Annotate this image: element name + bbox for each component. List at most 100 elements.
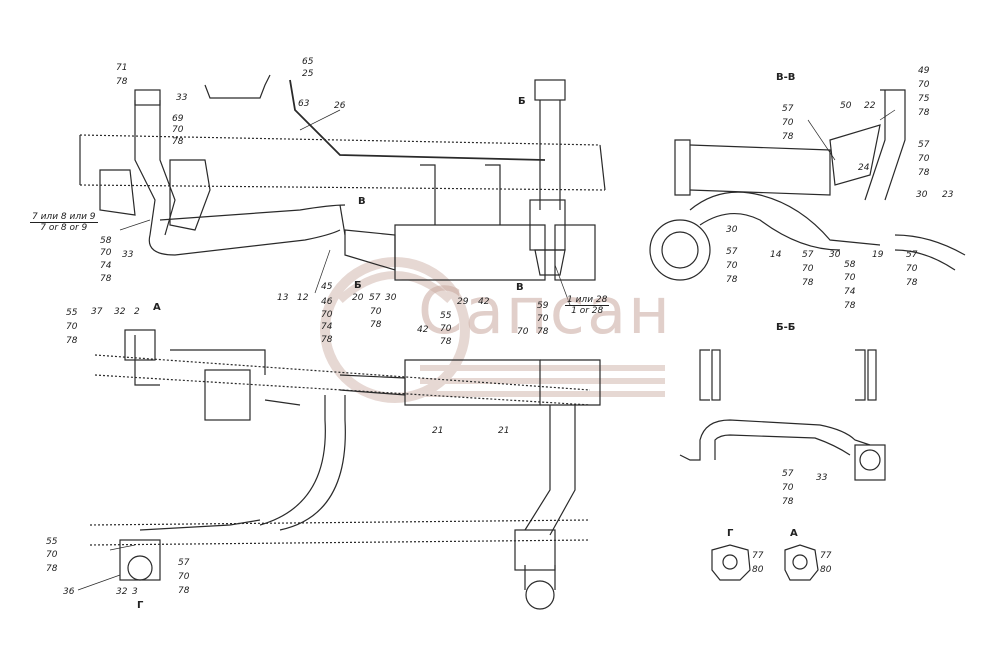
label: 78 bbox=[440, 337, 452, 347]
small-views bbox=[711, 544, 819, 581]
label: 70 bbox=[100, 248, 112, 258]
label: 50 bbox=[840, 101, 852, 111]
label: 30 bbox=[829, 250, 841, 260]
label: 22 bbox=[864, 101, 876, 111]
label: 2 bbox=[134, 307, 140, 317]
label: 69 bbox=[172, 114, 184, 124]
label: 42 bbox=[478, 297, 490, 307]
section-bb-pipe bbox=[679, 419, 871, 461]
frame-rail-middle bbox=[94, 354, 591, 391]
label: 75 bbox=[918, 94, 930, 104]
label: 78 bbox=[802, 278, 814, 288]
view-marker-g: Г bbox=[137, 600, 144, 611]
view-marker-v-top: В bbox=[358, 196, 366, 207]
label: 12 bbox=[297, 293, 309, 303]
label: 70 bbox=[802, 264, 814, 274]
label: 29 bbox=[457, 297, 469, 307]
fraction-left-top: 7 или 8 или 9 bbox=[30, 212, 98, 223]
main-view-middle bbox=[94, 329, 601, 536]
label: 80 bbox=[820, 565, 832, 575]
section-bb bbox=[679, 349, 886, 481]
label: 78 bbox=[726, 275, 738, 285]
section-vv bbox=[649, 89, 966, 281]
label: 57 bbox=[726, 247, 738, 257]
label: 70 bbox=[440, 324, 452, 334]
label: 14 bbox=[770, 250, 782, 260]
label: 70 bbox=[782, 483, 794, 493]
fraction-left: 7 или 8 или 9 7 or 8 or 9 bbox=[30, 212, 98, 233]
label: 13 bbox=[277, 293, 289, 303]
label: 70 bbox=[726, 261, 738, 271]
label: 21 bbox=[498, 426, 510, 436]
label: 78 bbox=[46, 564, 58, 574]
exhaust-stack bbox=[534, 79, 566, 101]
label: 70 bbox=[918, 80, 930, 90]
main-view-bottom bbox=[89, 519, 591, 610]
label: 70 bbox=[66, 322, 78, 332]
label: 55 bbox=[66, 308, 78, 318]
label: 30 bbox=[726, 225, 738, 235]
label: 36 bbox=[63, 587, 75, 597]
view-label-vv: В-В bbox=[776, 72, 796, 83]
label: 74 bbox=[844, 287, 856, 297]
label: 30 bbox=[916, 190, 928, 200]
label: 59 bbox=[537, 301, 549, 311]
label: 32 bbox=[114, 307, 126, 317]
fraction-mid-top: 1 или 28 bbox=[565, 295, 610, 306]
main-view-top bbox=[79, 74, 606, 281]
view-marker-b-mid: Б bbox=[354, 280, 362, 291]
label: 55 bbox=[46, 537, 58, 547]
label: 57 bbox=[802, 250, 814, 260]
label: 78 bbox=[906, 278, 918, 288]
label: 78 bbox=[321, 335, 333, 345]
label: 70 bbox=[172, 125, 184, 135]
label: 70 bbox=[178, 572, 190, 582]
label: 57 bbox=[918, 140, 930, 150]
label: 70 bbox=[537, 314, 549, 324]
label: 23 bbox=[942, 190, 954, 200]
label: 70 bbox=[517, 327, 529, 337]
label: 45 bbox=[321, 282, 333, 292]
label: 70 bbox=[782, 118, 794, 128]
label: 70 bbox=[844, 273, 856, 283]
fraction-mid-bottom: 1 or 28 bbox=[571, 306, 604, 316]
label: 49 bbox=[918, 66, 930, 76]
intake-vertical bbox=[134, 100, 156, 236]
label: 78 bbox=[918, 168, 930, 178]
label: 57 bbox=[782, 104, 794, 114]
label: 78 bbox=[172, 137, 184, 147]
label: 57 bbox=[906, 250, 918, 260]
label: 58 bbox=[100, 236, 112, 246]
view-label-bb: Б-Б bbox=[776, 322, 796, 333]
label: 57 bbox=[369, 293, 381, 303]
label: 26 bbox=[334, 101, 346, 111]
label: 19 bbox=[872, 250, 884, 260]
label: 78 bbox=[782, 132, 794, 142]
label: 21 bbox=[432, 426, 444, 436]
pipe-26 bbox=[289, 79, 546, 161]
label: 3 bbox=[132, 587, 138, 597]
view-label-a: А bbox=[790, 528, 798, 539]
label: 77 bbox=[820, 551, 832, 561]
label: 78 bbox=[918, 108, 930, 118]
label: 33 bbox=[176, 93, 188, 103]
view-a-flange bbox=[784, 544, 819, 581]
view-label-g: Г bbox=[727, 528, 734, 539]
view-marker-v-mid: В bbox=[516, 282, 524, 293]
label: 24 bbox=[858, 163, 870, 173]
muffler-top bbox=[394, 224, 546, 281]
label: 55 bbox=[440, 311, 452, 321]
label: 70 bbox=[370, 307, 382, 317]
label: 78 bbox=[66, 336, 78, 346]
fraction-left-bottom: 7 or 8 or 9 bbox=[40, 223, 88, 233]
label: 78 bbox=[116, 77, 128, 87]
frame-rail-bottom bbox=[89, 519, 591, 526]
view-marker-b-top: Б bbox=[518, 96, 526, 107]
label: 78 bbox=[178, 586, 190, 596]
intake-pipe-13 bbox=[148, 229, 341, 256]
fraction-mid: 1 или 28 1 or 28 bbox=[565, 295, 610, 316]
label: 58 bbox=[844, 260, 856, 270]
label: 65 bbox=[302, 57, 314, 67]
label: 77 bbox=[752, 551, 764, 561]
